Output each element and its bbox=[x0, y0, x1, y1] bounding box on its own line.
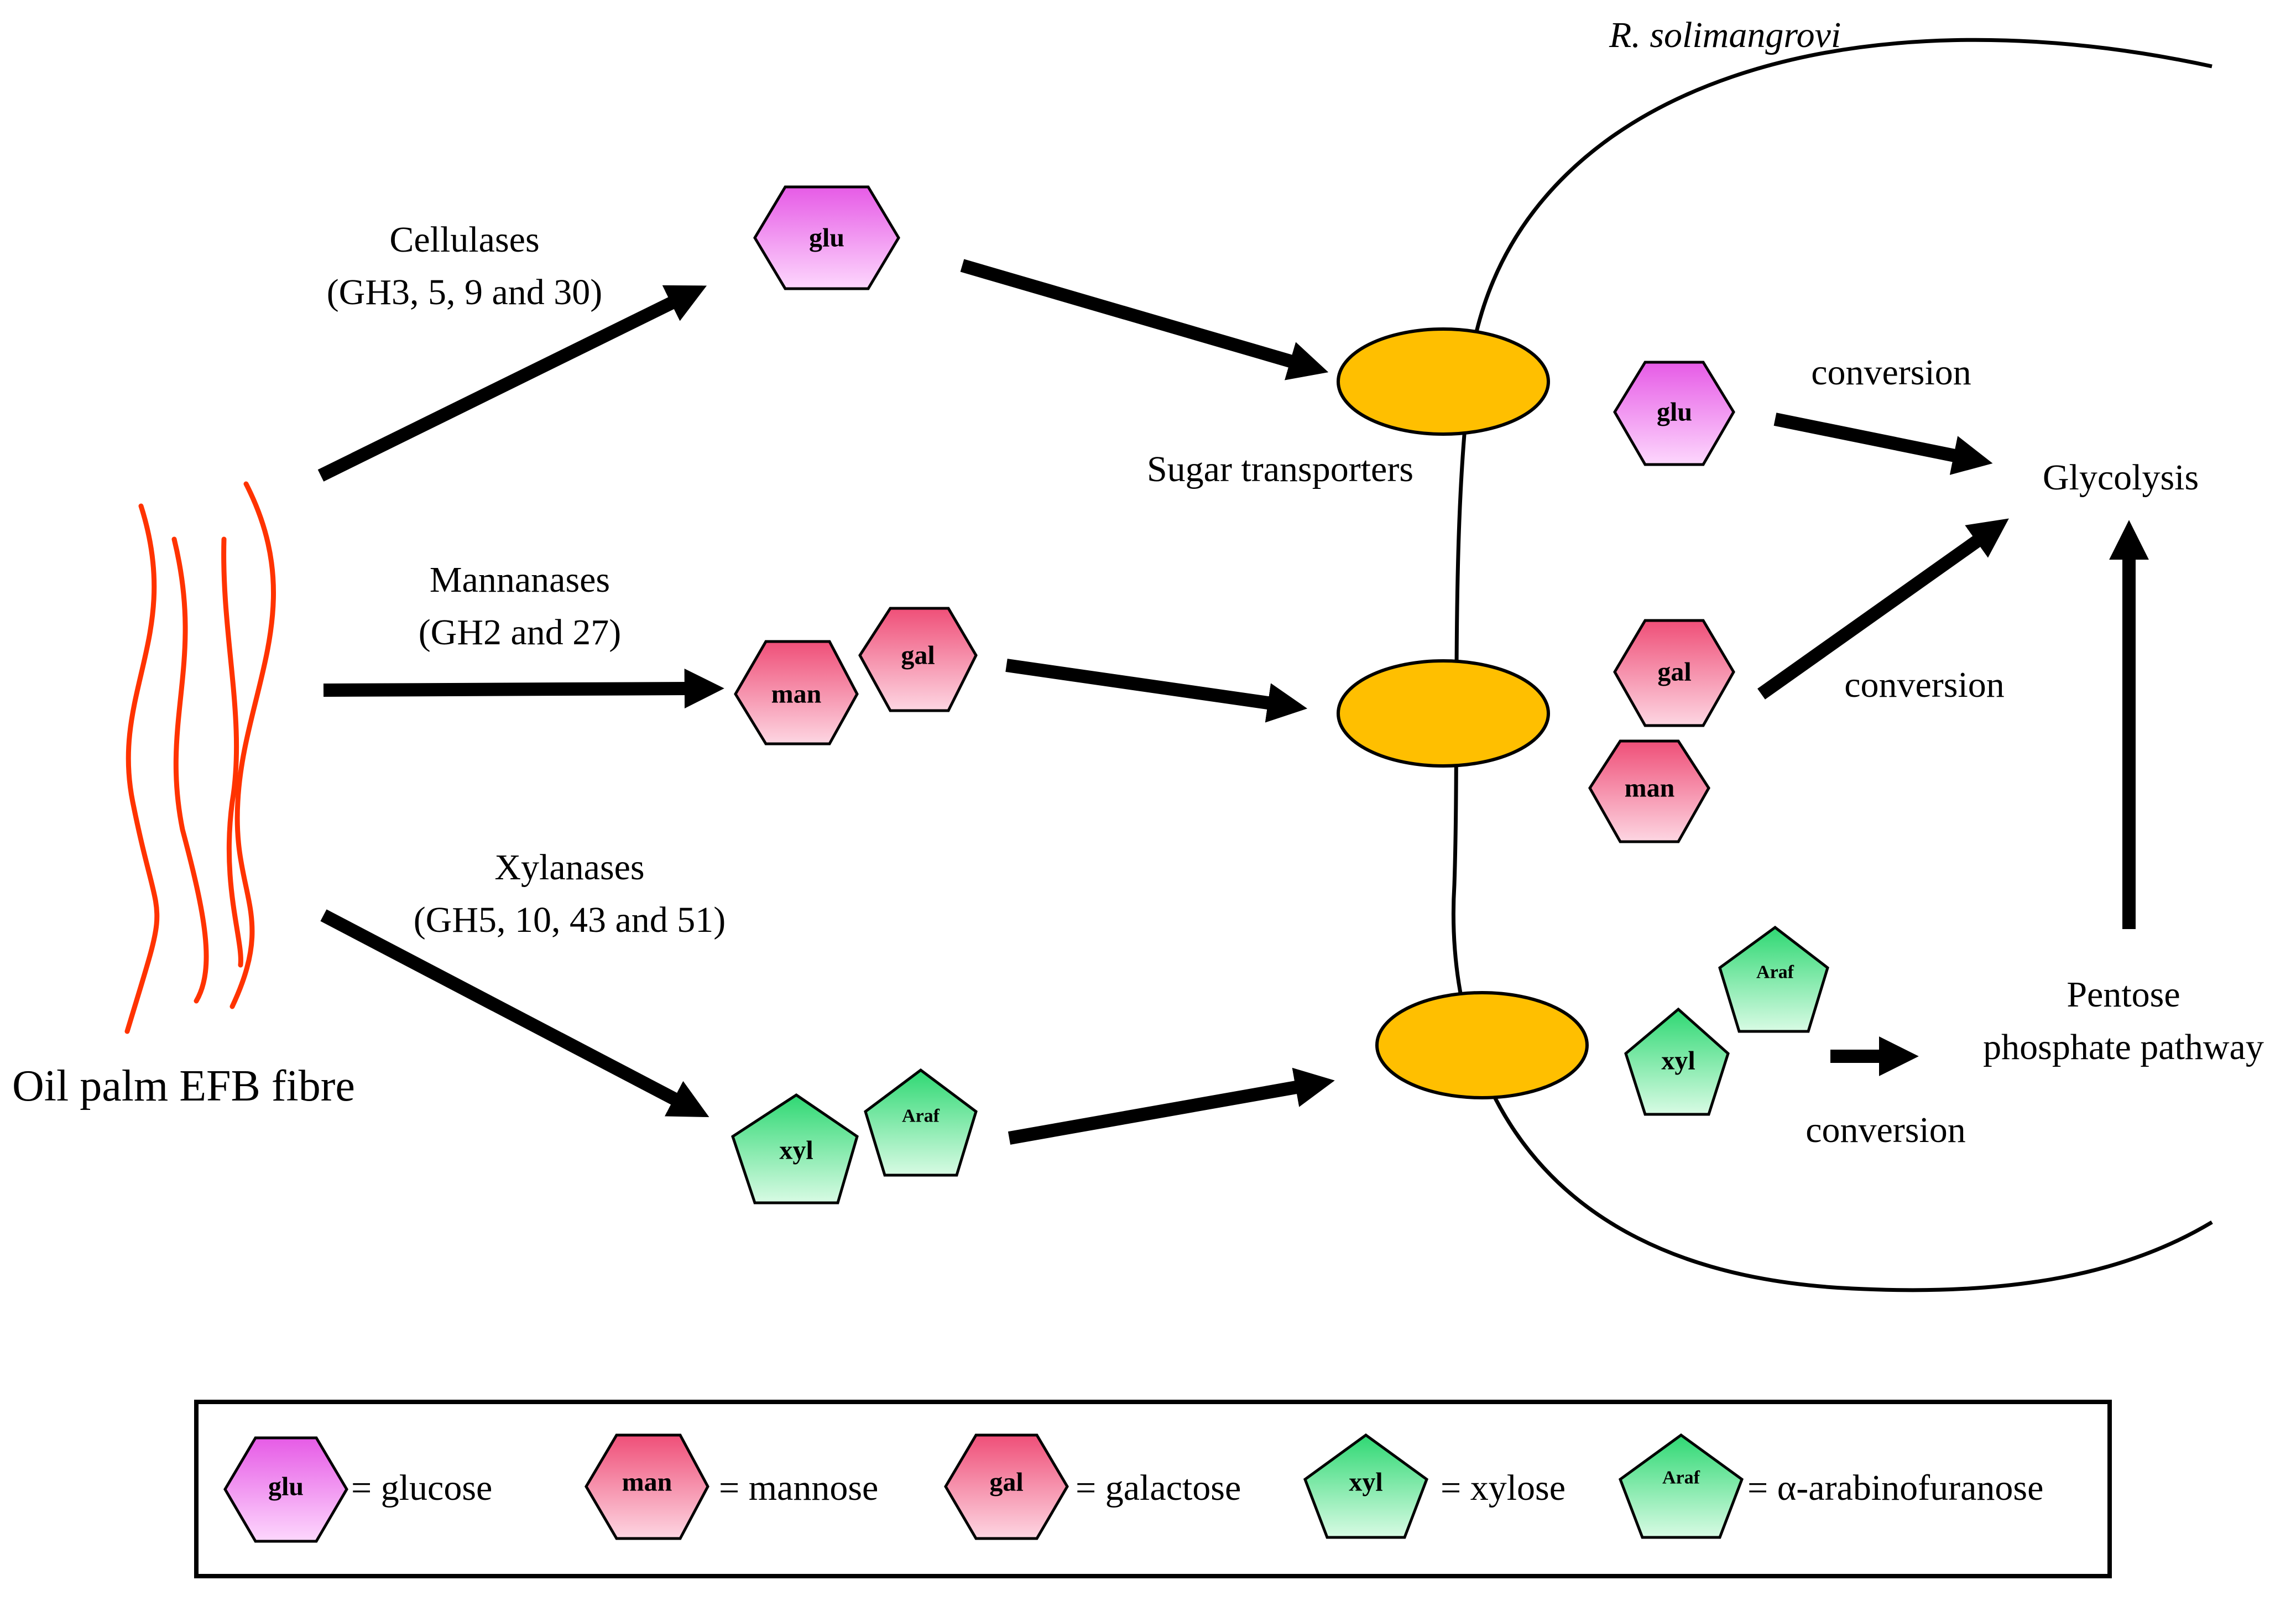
gal-label: gal bbox=[901, 641, 935, 670]
glucose-hexagon-icon bbox=[223, 1436, 348, 1543]
legend-man-text: = mannose bbox=[719, 1468, 878, 1508]
legend-xyl-abbr: xyl bbox=[1349, 1468, 1382, 1497]
galactose-hexagon-icon bbox=[1613, 619, 1735, 727]
transporter-bottom bbox=[1375, 991, 1589, 1099]
legend-man-abbr: man bbox=[622, 1468, 672, 1497]
pentose-label-line1: Pentose bbox=[2067, 974, 2180, 1015]
legend-glu-abbr: glu bbox=[268, 1472, 304, 1501]
man-label: man bbox=[1625, 774, 1675, 803]
mannose-hexagon-icon bbox=[734, 640, 859, 745]
arrows bbox=[317, 259, 2149, 1145]
conversion-label-gal: conversion bbox=[1844, 665, 2005, 705]
legend-gal-text: = galactose bbox=[1076, 1468, 1241, 1508]
glucose-hexagon-icon bbox=[1613, 361, 1735, 466]
legend-araf-abbr: Araf bbox=[1662, 1468, 1700, 1488]
xylose-pentagon-icon bbox=[1303, 1433, 1429, 1539]
galactose-hexagon-icon bbox=[944, 1433, 1069, 1540]
mannanase-arrow bbox=[323, 669, 724, 709]
glucose-hexagon-icon bbox=[753, 185, 900, 290]
cellulases-families: (GH3, 5, 9 and 30) bbox=[327, 272, 603, 312]
conversion-label-glu: conversion bbox=[1811, 352, 1971, 393]
man-gal-to-transporter-arrow bbox=[1005, 659, 1308, 723]
sugar-glu-extracellular: glu bbox=[753, 185, 900, 290]
xylanases-label: Xylanases bbox=[494, 847, 644, 888]
sugar-xyl-extracellular: xyl bbox=[731, 1093, 859, 1204]
sugar-glu-intracellular: glu bbox=[1613, 361, 1735, 466]
xylanases-families: (GH5, 10, 43 and 51) bbox=[414, 900, 726, 940]
sugar-araf-intracellular: Araf bbox=[1718, 925, 1829, 1033]
mannose-hexagon-icon bbox=[1588, 739, 1710, 843]
xylose-pentagon-icon bbox=[1624, 1007, 1730, 1116]
glu-to-transporter-arrow bbox=[960, 259, 1329, 380]
sugar-man-intracellular: man bbox=[1588, 739, 1710, 843]
legend-xyl-text: = xylose bbox=[1441, 1468, 1566, 1508]
mannanases-label: Mannanases bbox=[430, 560, 610, 600]
xylanase-arrow bbox=[320, 909, 709, 1118]
sugar-man-extracellular: man bbox=[734, 640, 859, 745]
pentose-label-line2: phosphate pathway bbox=[1983, 1027, 2264, 1067]
araf-label: Araf bbox=[902, 1106, 940, 1127]
legend-araf-text: = α-arabinofuranose bbox=[1747, 1468, 2043, 1508]
xyl-araf-to-transporter-arrow bbox=[1008, 1067, 1335, 1145]
araf-label: Araf bbox=[1756, 962, 1794, 983]
xylose-pentagon-icon bbox=[731, 1093, 859, 1204]
glu-label: glu bbox=[1657, 398, 1692, 427]
cellulase-arrow bbox=[317, 285, 707, 482]
mannanases-families: (GH2 and 27) bbox=[419, 612, 622, 653]
organism-label: R. solimangrovi bbox=[1609, 15, 1841, 55]
gal-label: gal bbox=[1657, 658, 1691, 687]
galactose-hexagon-icon bbox=[858, 607, 978, 712]
glu-label: glu bbox=[809, 223, 844, 253]
transporter-middle bbox=[1337, 659, 1550, 768]
sugar-transporters-label: Sugar transporters bbox=[1147, 449, 1413, 489]
man-label: man bbox=[771, 680, 822, 709]
glycolysis-label: Glycolysis bbox=[2043, 457, 2199, 498]
efb-fibre-icon bbox=[124, 481, 276, 1034]
sugar-transporters bbox=[1337, 327, 1589, 1099]
gal-conversion-arrow bbox=[1757, 518, 2009, 700]
legend-glu-text: = glucose bbox=[351, 1468, 492, 1508]
sugar-gal-extracellular: gal bbox=[858, 607, 978, 712]
sugar-araf-extracellular: Araf bbox=[864, 1068, 978, 1177]
xyl-label: xyl bbox=[1661, 1046, 1695, 1076]
legend: glu = glucose man = mannose gal = galact… bbox=[194, 1400, 2112, 1578]
legend-gal-abbr: gal bbox=[989, 1468, 1023, 1497]
cellulases-label: Cellulases bbox=[389, 220, 539, 260]
sugar-xyl-intracellular: xyl bbox=[1624, 1007, 1730, 1116]
arabinofuranose-pentagon-icon bbox=[1718, 925, 1829, 1033]
xyl-label: xyl bbox=[779, 1136, 813, 1165]
transporter-top bbox=[1337, 327, 1550, 436]
glu-conversion-arrow bbox=[1773, 413, 1993, 475]
mannose-hexagon-icon bbox=[585, 1433, 709, 1540]
substrate-label: Oil palm EFB fibre bbox=[12, 1062, 355, 1110]
conversion-label-xyl: conversion bbox=[1806, 1110, 1966, 1150]
legend-box bbox=[194, 1400, 2112, 1578]
cell-membrane bbox=[1452, 38, 2213, 1292]
arabinofuranose-pentagon-icon bbox=[864, 1068, 978, 1177]
sugar-gal-intracellular: gal bbox=[1613, 619, 1735, 727]
arabinofuranose-pentagon-icon bbox=[1618, 1433, 1744, 1539]
